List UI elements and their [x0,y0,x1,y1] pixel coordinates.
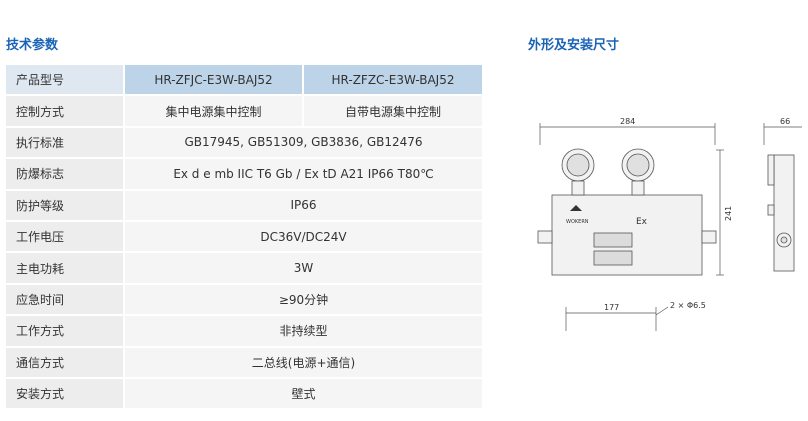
width-dimension [539,123,716,145]
row-value: DC36V/DC24V [123,219,482,253]
table-row: 安装方式 壁式 [6,376,482,409]
brand-logo-icon [570,205,582,211]
row-value: 非持续型 [123,314,482,347]
row-value: GB17945, GB51309, GB3836, GB12476 [123,125,482,159]
model-b-value: 自带电源集中控制 [302,94,482,127]
row-label: 工作方式 [6,314,124,347]
table-row: 主电功耗 3W [6,251,482,284]
table-row: 工作方式 非持续型 [6,314,482,347]
mount-spacing-label: 177 [604,303,619,312]
row-label: 安装方式 [6,376,124,409]
row-label: 控制方式 [6,94,124,127]
row-value: 3W [123,251,482,284]
row-value: IP66 [123,188,482,221]
table-row: 控制方式 集中电源集中控制 自带电源集中控制 [6,94,482,127]
brand-mark: WOKERN [566,219,589,225]
table-row: 工作电压 DC36V/DC24V [6,219,482,253]
depth-dimension [763,123,802,145]
row-label: 执行标准 [6,125,124,159]
luminaire-side-view [767,154,795,272]
table-row: 执行标准 GB17945, GB51309, GB3836, GB12476 [6,125,482,159]
row-value: Ex d e mb IIC T6 Gb / Ex tD A21 IP66 T80… [123,157,482,190]
row-label: 应急时间 [6,282,124,316]
height-dimension [716,149,724,276]
table-row: 防爆标志 Ex d e mb IIC T6 Gb / Ex tD A21 IP6… [6,157,482,190]
spec-section-title: 技术参数 [6,38,59,53]
ex-mark: Ex [636,217,648,227]
table-row: 产品型号 HR-ZFJC-E3W-BAJ52 HR-ZFZC-E3W-BAJ52 [6,62,482,96]
model-b-header: HR-ZFZC-E3W-BAJ52 [302,62,482,96]
table-row: 通信方式 二总线(电源+通信) [6,345,482,378]
mount-spacing-dimension [565,306,669,331]
model-a-value: 集中电源集中控制 [123,94,303,127]
height-label: 241 [724,206,733,221]
row-value: ≥90分钟 [123,282,482,316]
row-label: 防护等级 [6,188,124,221]
row-label: 通信方式 [6,345,124,378]
luminaire-front-view [537,148,717,276]
depth-label: 66 [780,117,790,126]
hole-size-label: 2 × Φ6.5 [670,301,706,310]
row-label: 产品型号 [6,62,124,96]
spec-table: 产品型号 HR-ZFJC-E3W-BAJ52 HR-ZFZC-E3W-BAJ52… [6,62,482,409]
table-row: 防护等级 IP66 [6,188,482,221]
row-value: 二总线(电源+通信) [123,345,482,378]
row-value: 壁式 [123,376,482,409]
row-label: 主电功耗 [6,251,124,284]
table-row: 应急时间 ≥90分钟 [6,282,482,316]
dimension-section-title: 外形及安装尺寸 [528,38,620,53]
row-label: 工作电压 [6,219,124,253]
row-label: 防爆标志 [6,157,124,190]
dimension-drawing: 284 66 WOKERN Ex 241 [537,117,802,331]
width-label: 284 [620,117,635,126]
model-a-header: HR-ZFJC-E3W-BAJ52 [123,62,303,96]
